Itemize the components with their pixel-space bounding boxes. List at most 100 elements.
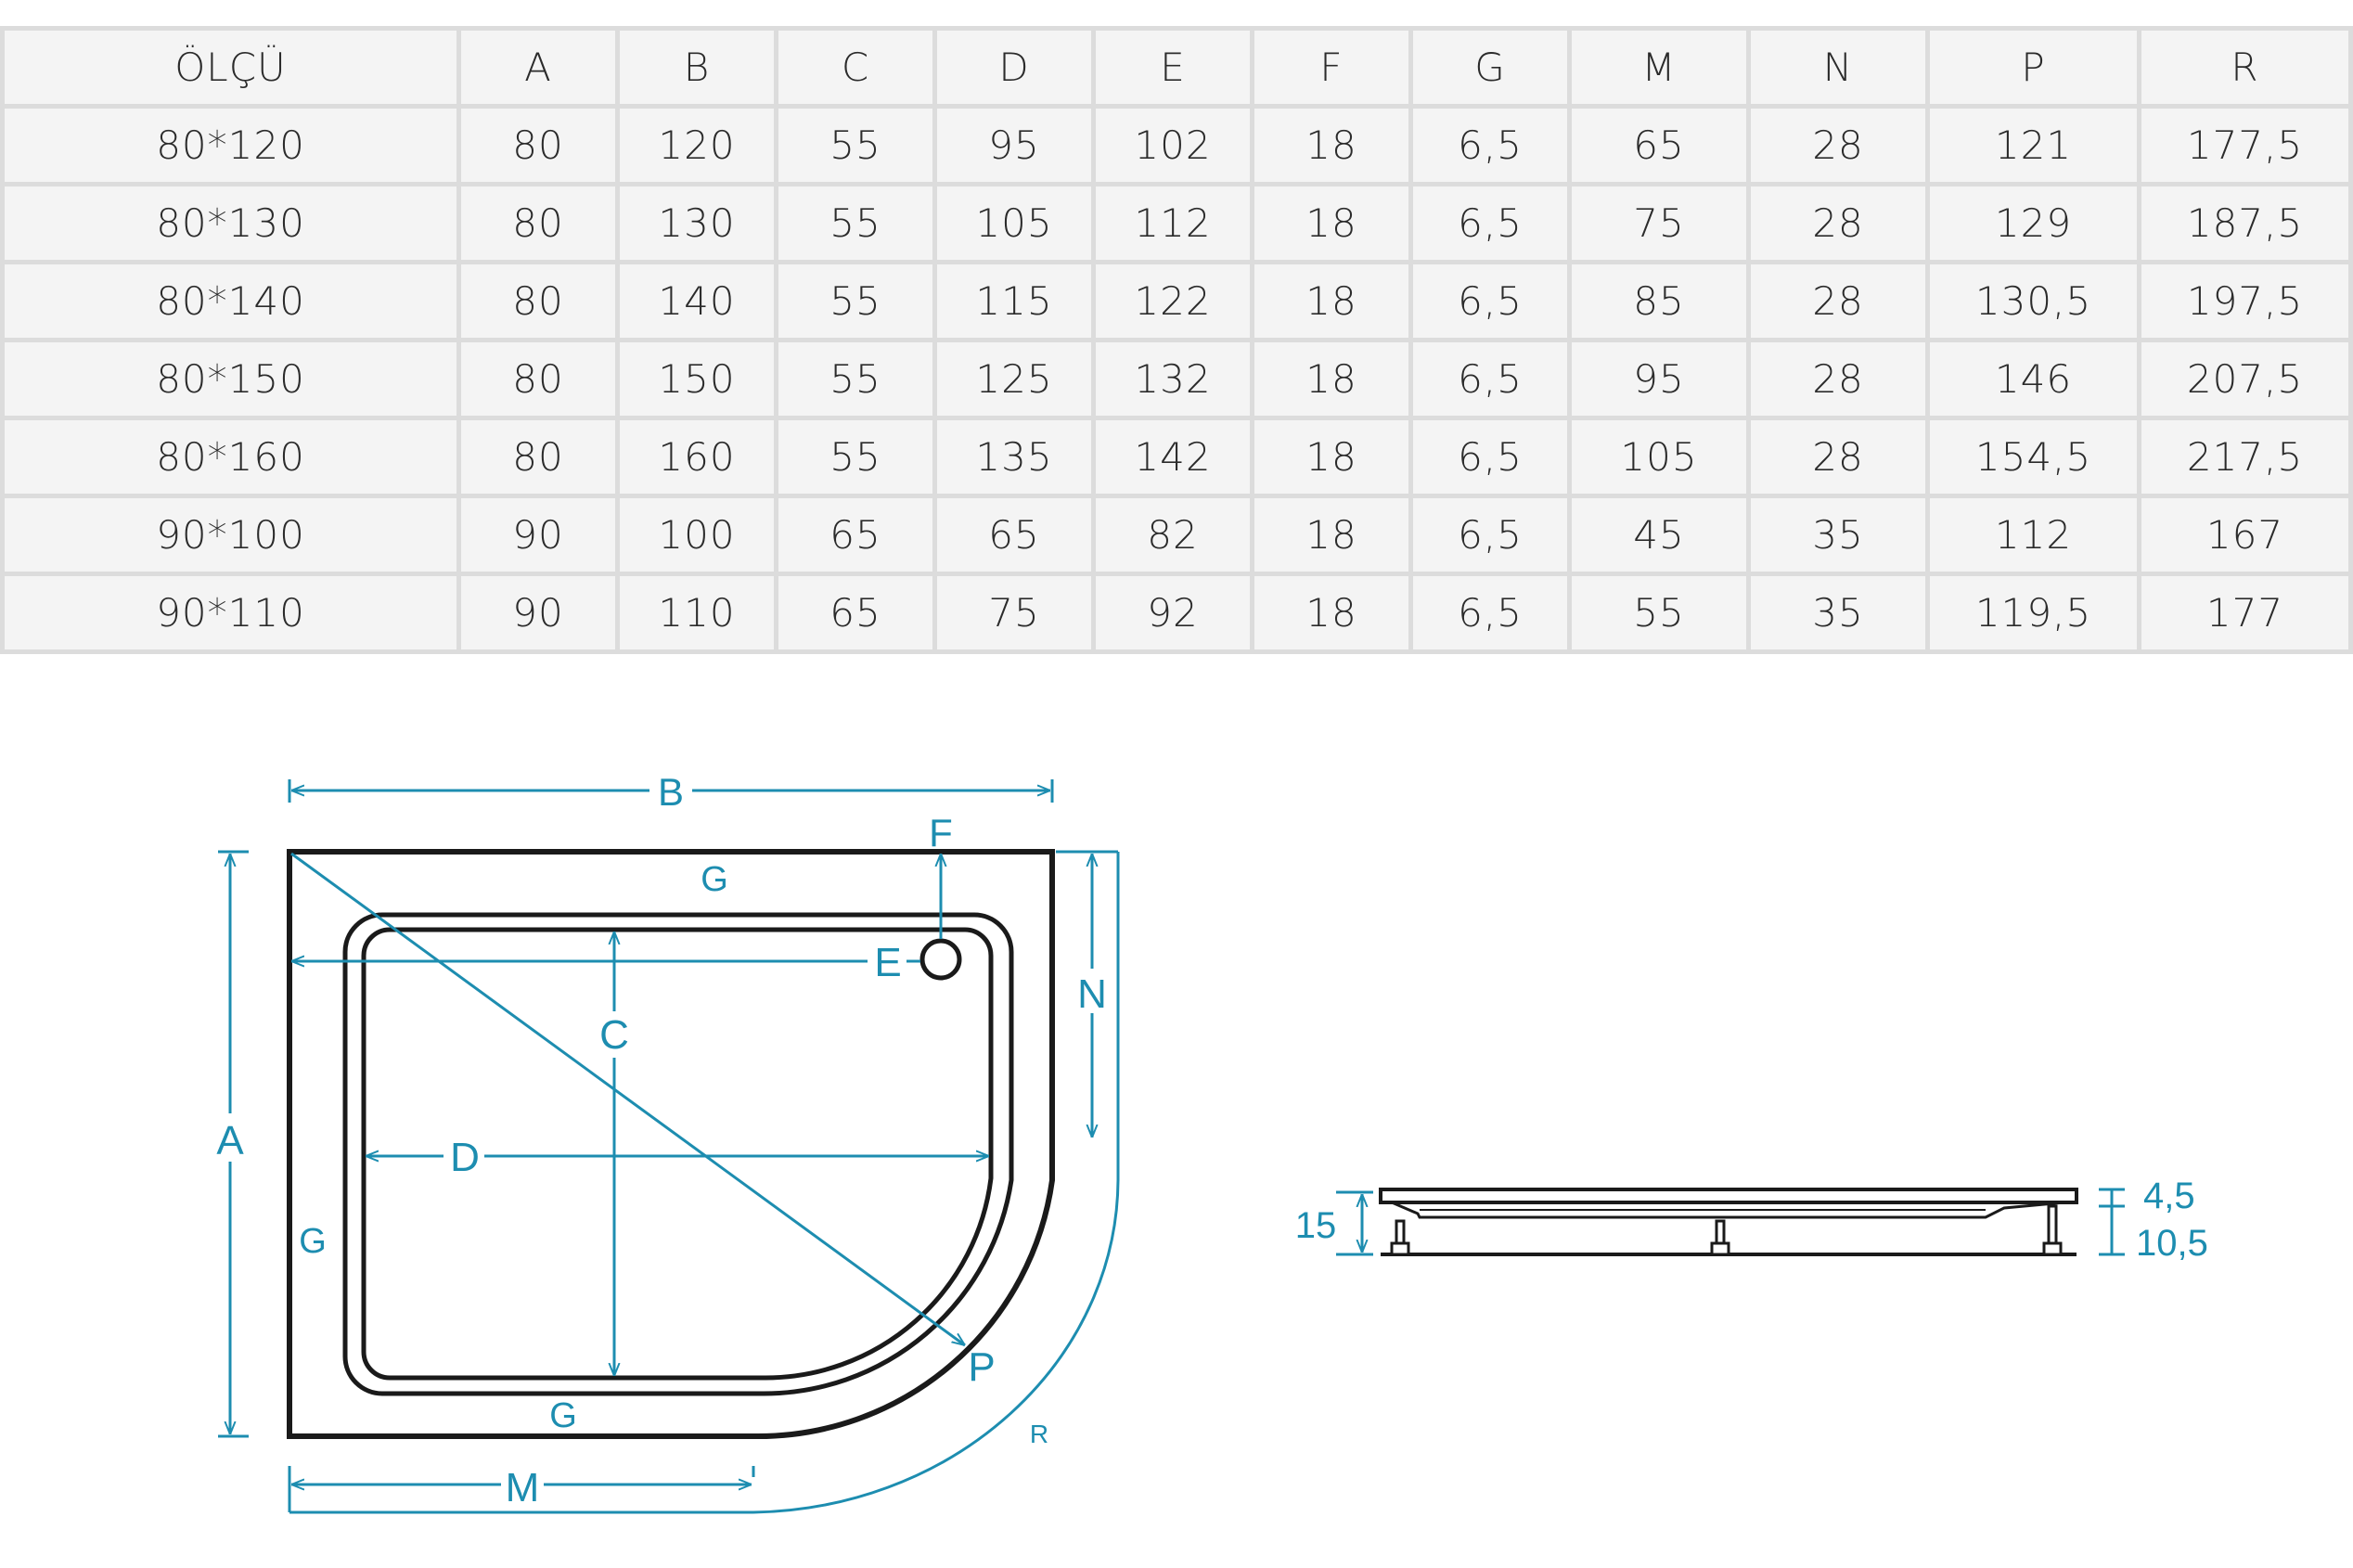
table-cell: 80*160 [0,420,461,498]
table-cell: 197,5 [2141,264,2353,342]
table-header-cell: ÖLÇÜ [0,26,461,109]
label-N: N [1077,971,1107,1017]
side-basin-profile [1391,1201,2065,1219]
table-cell: 217,5 [2141,420,2353,498]
tray-top-view [287,849,1055,1440]
table-cell: 18 [1254,420,1413,498]
label-height: 15 [1295,1205,1337,1246]
table-header-cell: F [1254,26,1413,109]
top-view-labels: B A N M E F C D P R G G G [209,766,1112,1510]
table-cell: 18 [1254,342,1413,420]
table-cell: 55 [1572,576,1751,654]
drain-circle [919,938,962,981]
table-cell: 18 [1254,498,1413,576]
table-cell: 135 [937,420,1096,498]
table-cell: 102 [1096,109,1254,186]
label-bottom-height: 10,5 [2136,1223,2208,1264]
table-header-cell: D [937,26,1096,109]
table-cell: 28 [1751,264,1930,342]
table-header-cell: M [1572,26,1751,109]
table-cell: 55 [778,109,937,186]
table-cell: 18 [1254,264,1413,342]
table-cell: 75 [937,576,1096,654]
label-R: R [1030,1420,1048,1448]
table-cell: 6,5 [1413,186,1572,264]
label-F: F [929,811,953,855]
table-cell: 122 [1096,264,1254,342]
table-cell: 75 [1572,186,1751,264]
table-cell: 6,5 [1413,576,1572,654]
table-header-cell: E [1096,26,1254,109]
side-top-slab [1379,1188,2078,1204]
tray-side-view [1379,1188,2078,1256]
table-cell: 55 [778,186,937,264]
table-cell: 6,5 [1413,109,1572,186]
table-cell: 160 [620,420,778,498]
tray-outer-outline [287,849,1055,1440]
table-cell: 80*140 [0,264,461,342]
label-G-top: G [701,860,728,899]
table-cell: 35 [1751,498,1930,576]
table-cell: 45 [1572,498,1751,576]
table-cell: 55 [778,342,937,420]
table-cell: 110 [620,576,778,654]
table-cell: 95 [1572,342,1751,420]
table-header-cell: P [1930,26,2141,109]
table-cell: 90 [461,498,620,576]
table-cell: 115 [937,264,1096,342]
table-cell: 85 [1572,264,1751,342]
table-cell: 121 [1930,109,2141,186]
table-cell: 55 [778,420,937,498]
table-cell: 177,5 [2141,109,2353,186]
table-cell: 154,5 [1930,420,2141,498]
table-cell: 177 [2141,576,2353,654]
dim-line-P [290,852,965,1345]
tray-rim [342,912,1014,1396]
table-header-cell: R [2141,26,2353,109]
table-cell: 80 [461,264,620,342]
top-view-dimension-lines [218,779,1120,1514]
table-cell: 80*120 [0,109,461,186]
table-cell: 65 [937,498,1096,576]
table-cell: 95 [937,109,1096,186]
table-header-cell: A [461,26,620,109]
label-B: B [658,770,684,814]
label-P: P [968,1344,995,1390]
table-header-cell: N [1751,26,1930,109]
table-cell: 18 [1254,186,1413,264]
table-cell: 65 [1572,109,1751,186]
label-D: D [450,1135,480,1180]
label-C: C [599,1012,629,1058]
table-cell: 80 [461,109,620,186]
table-cell: 125 [937,342,1096,420]
table-cell: 142 [1096,420,1254,498]
table-cell: 28 [1751,342,1930,420]
label-G-left: G [299,1222,327,1261]
label-A: A [216,1118,244,1163]
table-cell: 80 [461,342,620,420]
table-cell: 119,5 [1930,576,2141,654]
table-cell: 146 [1930,342,2141,420]
table-cell: 65 [778,498,937,576]
table-cell: 112 [1930,498,2141,576]
table-cell: 207,5 [2141,342,2353,420]
table-cell: 129 [1930,186,2141,264]
table-cell: 80*130 [0,186,461,264]
table-cell: 120 [620,109,778,186]
table-cell: 90*100 [0,498,461,576]
table-cell: 167 [2141,498,2353,576]
table-cell: 80 [461,420,620,498]
label-E: E [874,940,901,985]
table-cell: 18 [1254,109,1413,186]
table-cell: 112 [1096,186,1254,264]
table-cell: 105 [937,186,1096,264]
label-M: M [506,1465,540,1510]
table-cell: 100 [620,498,778,576]
tray-basin [361,927,994,1381]
